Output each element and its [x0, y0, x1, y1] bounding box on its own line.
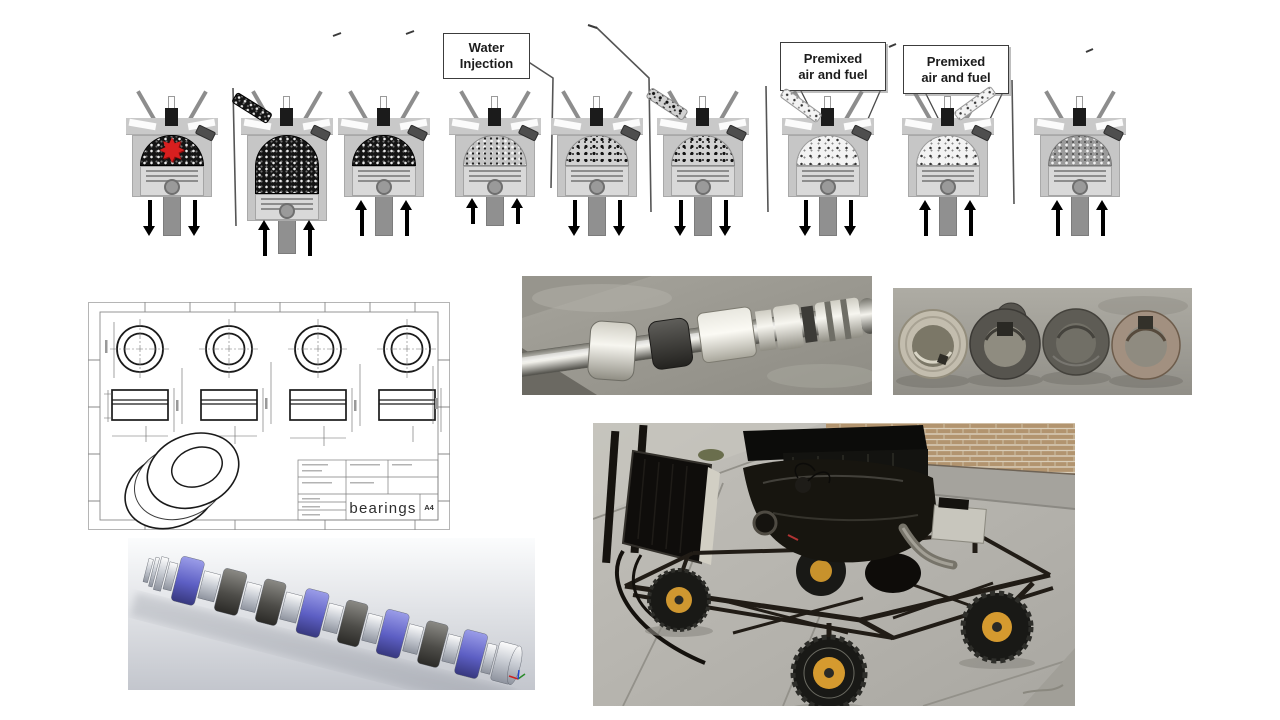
follower-ring-2: [969, 302, 1041, 380]
motion-arrow-icon: [719, 200, 732, 236]
motion-arrow-icon: [303, 220, 316, 256]
spark-plug-icon: [1073, 108, 1086, 126]
follower-ring-4: [1111, 310, 1181, 380]
premixed-air-fuel-callout: Premixed air and fuel: [903, 45, 1009, 94]
sheet-size-label: A4: [424, 503, 434, 512]
premixed-air-fuel-callout: Premixed air and fuel: [780, 42, 886, 91]
motion-arrow-icon: [511, 198, 524, 224]
motion-arrow-icon: [964, 200, 977, 236]
bearings-cad-drawing: bearings A4: [88, 302, 450, 530]
motion-arrow-icon: [1051, 200, 1064, 236]
drawing-title: bearings: [349, 500, 416, 517]
wrist-pin-icon: [695, 179, 711, 195]
motion-arrow-icon: [400, 200, 413, 236]
spark-plug-icon: [821, 108, 834, 126]
cable: [614, 549, 706, 665]
piston: [565, 166, 629, 196]
radiator: [602, 424, 724, 565]
piston: [671, 166, 735, 196]
combustion-chamber: [255, 135, 319, 194]
spark-plug-icon: [696, 108, 709, 126]
engine-test-cart-photo: [593, 423, 1075, 706]
camshaft-3d-render: [128, 538, 535, 690]
spark-plug-icon: [488, 108, 501, 126]
piston: [1048, 166, 1112, 196]
camshaft-photo: [522, 276, 872, 395]
motion-arrow-icon: [143, 200, 156, 236]
motion-arrow-icon: [258, 220, 271, 256]
wrist-pin-icon: [487, 179, 503, 195]
spark-plug-icon: [165, 108, 178, 126]
connecting-rod: [939, 192, 957, 236]
wheel-icon: [790, 634, 868, 706]
connecting-rod: [588, 192, 606, 236]
cycle-stage-water-injection: [447, 88, 543, 263]
cycle-stage-expansion: [549, 88, 645, 263]
motion-arrow-icon: [844, 200, 857, 236]
cycle-stage-ignition: ✸: [124, 88, 220, 263]
wrist-pin-icon: [164, 179, 180, 195]
axis-triad-icon: [508, 669, 526, 680]
motion-arrow-icon: [674, 200, 687, 236]
connecting-rod: [278, 216, 296, 254]
motion-arrow-icon: [1096, 200, 1109, 236]
wrist-pin-icon: [940, 179, 956, 195]
connecting-rod: [1071, 192, 1089, 236]
spark-plug-icon: [590, 108, 603, 126]
follower-ring-1: [898, 309, 968, 379]
combustion-chamber: [463, 135, 527, 166]
follower-shadows: [896, 371, 1183, 388]
wrist-pin-icon: [279, 203, 295, 219]
cycle-stage-intake-full-charge: [231, 88, 335, 263]
engine-block: [743, 425, 987, 593]
cycle-stage-exhaust: [645, 86, 751, 263]
wrist-pin-icon: [820, 179, 836, 195]
piston: [796, 166, 860, 196]
connecting-rod: [486, 192, 504, 226]
piston: [140, 166, 204, 196]
spark-plug-icon: [941, 108, 954, 126]
motion-arrow-icon: [799, 200, 812, 236]
cycle-stage-recompression: [1032, 88, 1128, 263]
camshaft-body: [522, 297, 872, 382]
connecting-rod: [694, 192, 712, 236]
motion-arrow-icon: [188, 200, 201, 236]
motion-arrow-icon: [613, 200, 626, 236]
bearing-isometric-view: [124, 432, 240, 530]
wrist-pin-icon: [376, 179, 392, 195]
connecting-rod: [819, 192, 837, 236]
piston: [352, 166, 416, 196]
combustion-star-icon: ✸: [158, 131, 186, 170]
wrist-pin-icon: [589, 179, 605, 195]
wrist-pin-icon: [1072, 179, 1088, 195]
motion-arrow-icon: [919, 200, 932, 236]
follower-ring-3: [1042, 308, 1110, 376]
piston: [255, 194, 319, 220]
piston: [463, 166, 527, 196]
title-block: [297, 459, 439, 521]
spark-plug-icon: [280, 108, 293, 126]
camshaft-segments: [142, 556, 523, 685]
motion-arrow-icon: [568, 200, 581, 236]
water-injection-callout: Water Injection: [443, 33, 530, 79]
spark-plug-icon: [377, 108, 390, 126]
connecting-rod: [375, 192, 393, 236]
connecting-rod: [163, 192, 181, 236]
cycle-stage-premixed-intake-b: [900, 85, 997, 263]
motion-arrow-icon: [355, 200, 368, 236]
wheel-icon: [645, 568, 713, 637]
wheel-icon: [959, 590, 1035, 669]
motion-arrow-icon: [466, 198, 479, 224]
cam-followers-photo: [893, 288, 1192, 395]
cycle-stage-premixed-intake-a: [779, 87, 876, 263]
piston: [916, 166, 980, 196]
cycle-stage-compression: [336, 88, 432, 263]
